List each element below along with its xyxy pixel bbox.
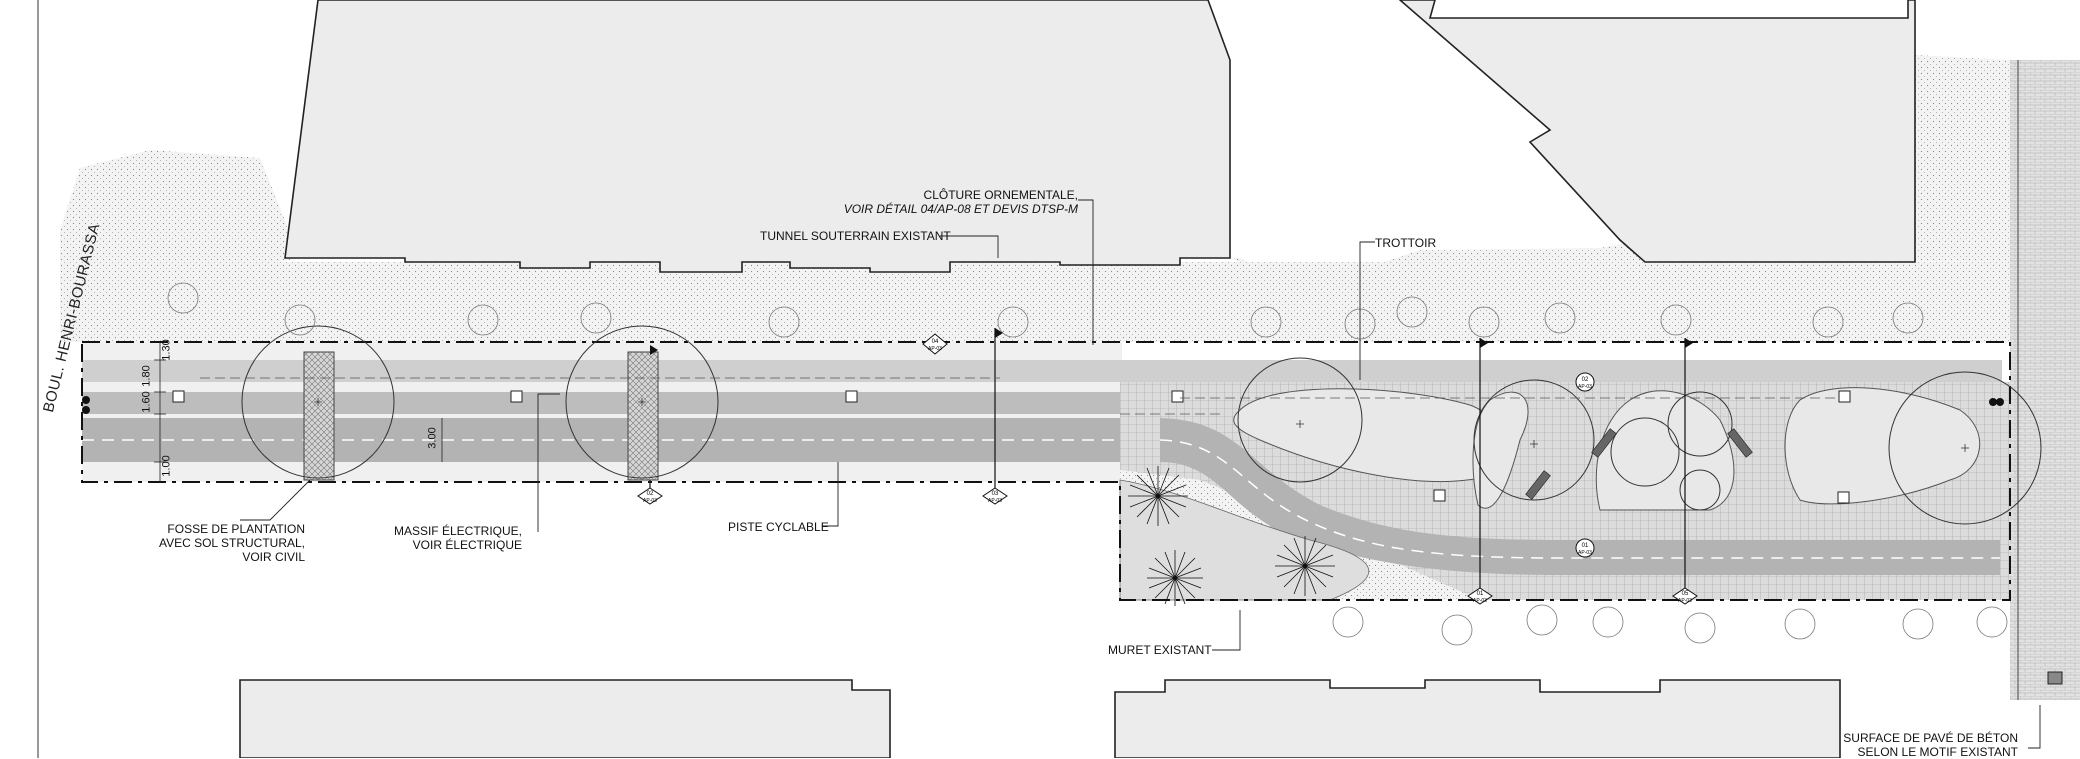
- building-south-2: [1114, 679, 1841, 758]
- annotation-fosse-line2: AVEC SOL STRUCTURAL,: [158, 536, 305, 550]
- annotation-cloture-line1: CLÔTURE ORNEMENTALE,: [923, 188, 1078, 202]
- building-north-1: [284, 0, 1231, 273]
- section-marker-sheet: AP-03: [643, 498, 657, 504]
- tree-canopy: [241, 325, 395, 479]
- section-marker-sheet: AP-03: [1578, 384, 1592, 390]
- annotation-piste: PISTE CYCLABLE: [728, 520, 829, 534]
- dimension-label: 1.80: [140, 365, 153, 387]
- property-line: [81, 341, 2011, 601]
- annotation-surface: SURFACE DE PAVÉ DE BÉTON SELON LE MOTIF …: [1830, 731, 2018, 759]
- annotation-surface-line1: SURFACE DE PAVÉ DE BÉTON: [1843, 731, 2018, 745]
- annotation-fosse-line3: VOIR CIVIL: [242, 550, 305, 564]
- tree-canopy: [1610, 417, 1680, 487]
- dimension-label: 3.00: [426, 427, 439, 449]
- annotation-massif-line1: MASSIF ÉLECTRIQUE,: [393, 524, 522, 538]
- building-south-1: [239, 679, 891, 758]
- section-marker-sheet: AP-03: [1473, 598, 1487, 604]
- annotation-tunnel: TUNNEL SOUTERRAIN EXISTANT: [760, 229, 951, 243]
- bike-path-curve: [1160, 418, 2000, 575]
- annotation-muret: MURET EXISTANT: [1108, 643, 1212, 657]
- tree-canopy: [1667, 391, 1733, 457]
- annotation-fosse-line1: FOSSE DE PLANTATION: [167, 522, 305, 536]
- annotation-trottoir: TROTTOIR: [1375, 236, 1437, 250]
- section-marker-number: 03: [992, 491, 999, 497]
- planting-island-4: [1784, 387, 1981, 505]
- tree-canopy: [1473, 379, 1595, 501]
- dimension-label: 1.60: [140, 391, 153, 413]
- dimension-label: 1.00: [160, 455, 173, 477]
- section-marker-sheet: AP-03: [1578, 550, 1592, 556]
- planting-pit-2: [627, 351, 659, 481]
- building-north-2: [1398, 0, 1916, 263]
- annotation-massif: MASSIF ÉLECTRIQUE, VOIR ÉLECTRIQUE: [380, 524, 522, 552]
- section-marker-number: 05: [1682, 591, 1689, 597]
- section-marker-number: 02: [647, 491, 654, 497]
- planting-island-2: [1472, 391, 1529, 509]
- section-marker-number: 01: [1477, 591, 1484, 597]
- annotation-fosse: FOSSE DE PLANTATION AVEC SOL STRUCTURAL,…: [130, 522, 305, 564]
- annotation-cloture: CLÔTURE ORNEMENTALE, VOIR DÉTAIL 04/AP-0…: [820, 188, 1078, 216]
- section-marker-sheet: AP-03: [988, 498, 1002, 504]
- section-marker-number: 01: [1582, 543, 1589, 549]
- tree-canopy: [1888, 371, 2042, 525]
- annotation-cloture-line2: VOIR DÉTAIL 04/AP-08 ET DEVIS DTSP-M: [843, 202, 1078, 216]
- planting-pit-1: [303, 351, 335, 481]
- section-marker-number: 04: [932, 339, 939, 345]
- section-marker-sheet: AP-03: [928, 346, 942, 352]
- annotation-surface-line2: SELON LE MOTIF EXISTANT: [1857, 745, 2018, 759]
- tree-canopy: [1237, 357, 1363, 483]
- section-marker-sheet: AP-03: [1678, 598, 1692, 604]
- section-marker-number: 02: [1582, 377, 1589, 383]
- tree-canopy: [565, 325, 719, 479]
- dimension-label: 1.30: [160, 339, 173, 361]
- annotation-massif-line2: VOIR ÉLECTRIQUE: [412, 538, 522, 552]
- brick-paving-east: [2010, 60, 2080, 700]
